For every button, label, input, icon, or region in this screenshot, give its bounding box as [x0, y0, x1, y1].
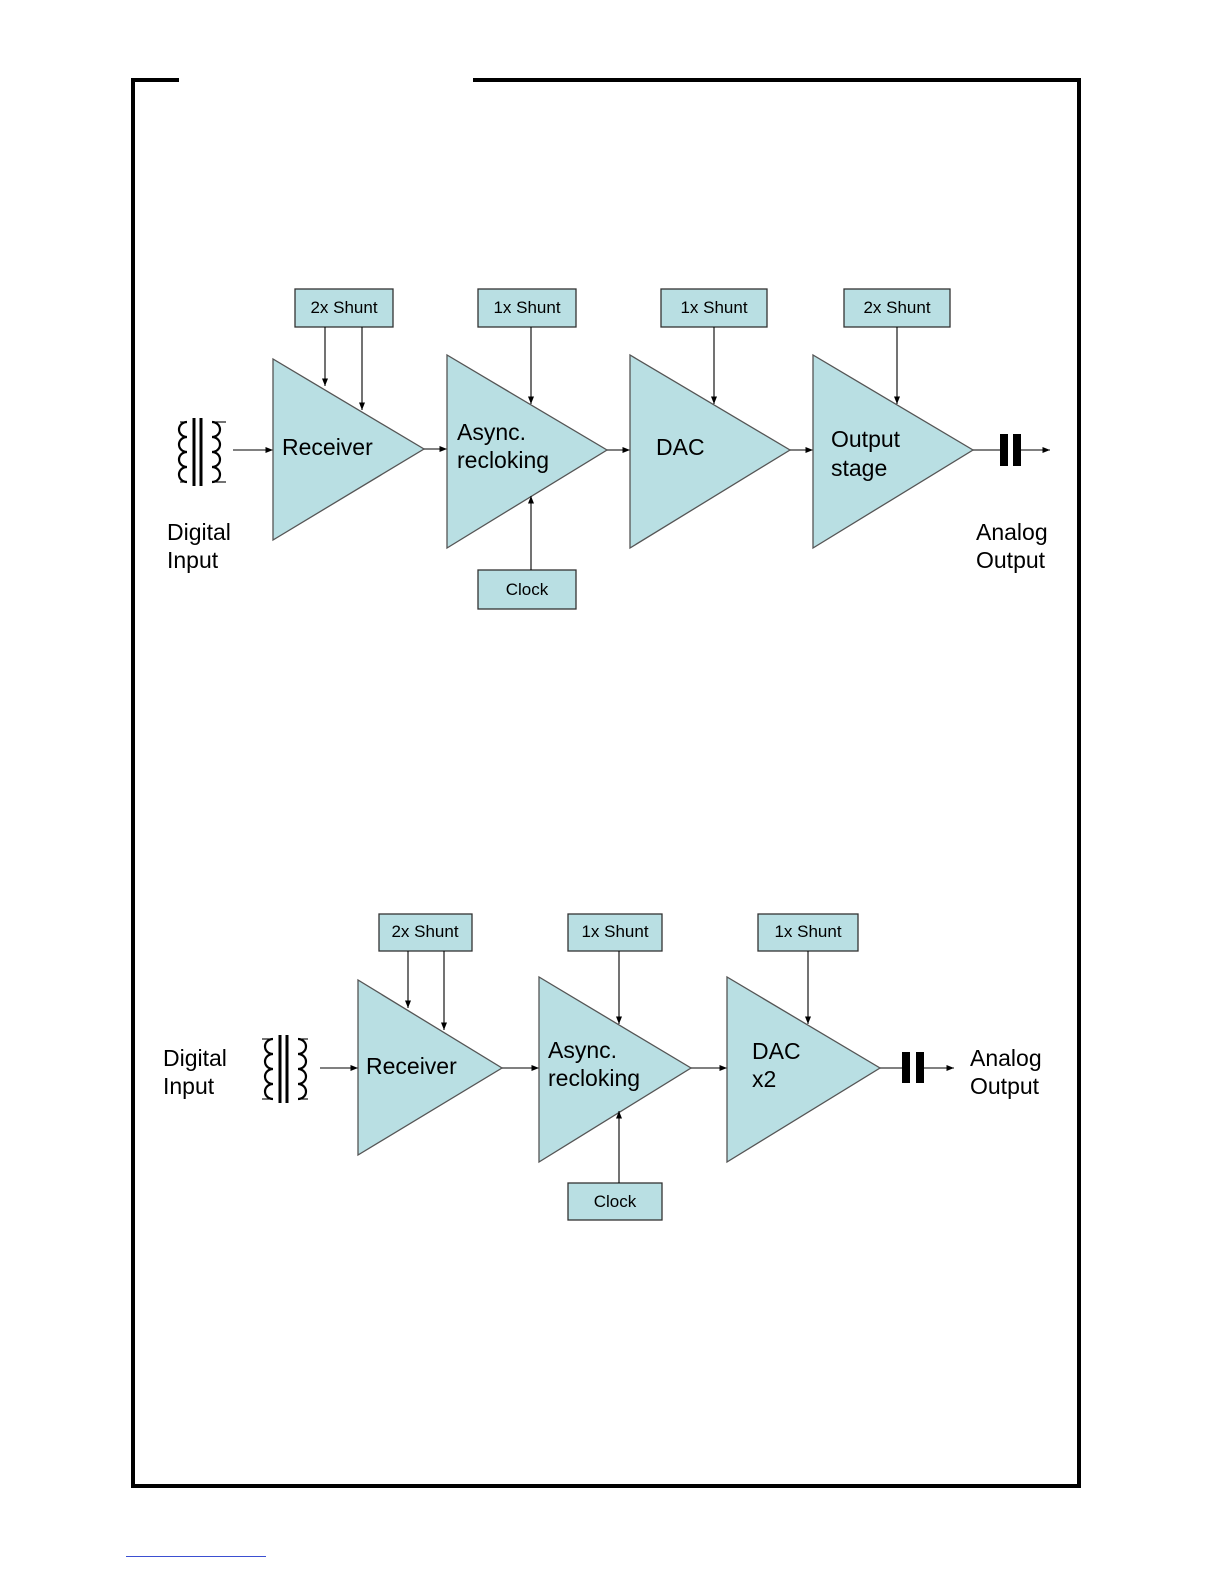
diagram-1: Digital Input Receiver 2x Shunt Async. r… [167, 289, 1054, 609]
shunt-label: 1x Shunt [493, 298, 560, 317]
footer-link-underline[interactable] [126, 1556, 266, 1557]
clock-label: Clock [594, 1192, 637, 1211]
dac-stage [630, 355, 790, 548]
transformer-icon [179, 418, 226, 486]
dac-label: DAC [656, 434, 705, 460]
diagram-2: Digital Input Receiver 2x Shunt Async. [163, 914, 1048, 1220]
output-label: Analog Output [976, 519, 1054, 573]
transformer-icon [262, 1035, 308, 1103]
dac-x2-stage [727, 977, 880, 1162]
shunt-label: 2x Shunt [310, 298, 377, 317]
capacitor-icon [973, 434, 1050, 466]
shunt-label: 2x Shunt [391, 922, 458, 941]
input-label: Digital Input [167, 519, 237, 573]
input-label: Digital Input [163, 1045, 233, 1099]
shunt-label: 1x Shunt [774, 922, 841, 941]
shunt-label: 1x Shunt [581, 922, 648, 941]
capacitor-icon [880, 1052, 954, 1083]
receiver-label: Receiver [282, 434, 373, 460]
clock-label: Clock [506, 580, 549, 599]
output-label: Analog Output [970, 1045, 1048, 1099]
shunt-label: 2x Shunt [863, 298, 930, 317]
shunt-label: 1x Shunt [680, 298, 747, 317]
receiver-label: Receiver [366, 1053, 457, 1079]
